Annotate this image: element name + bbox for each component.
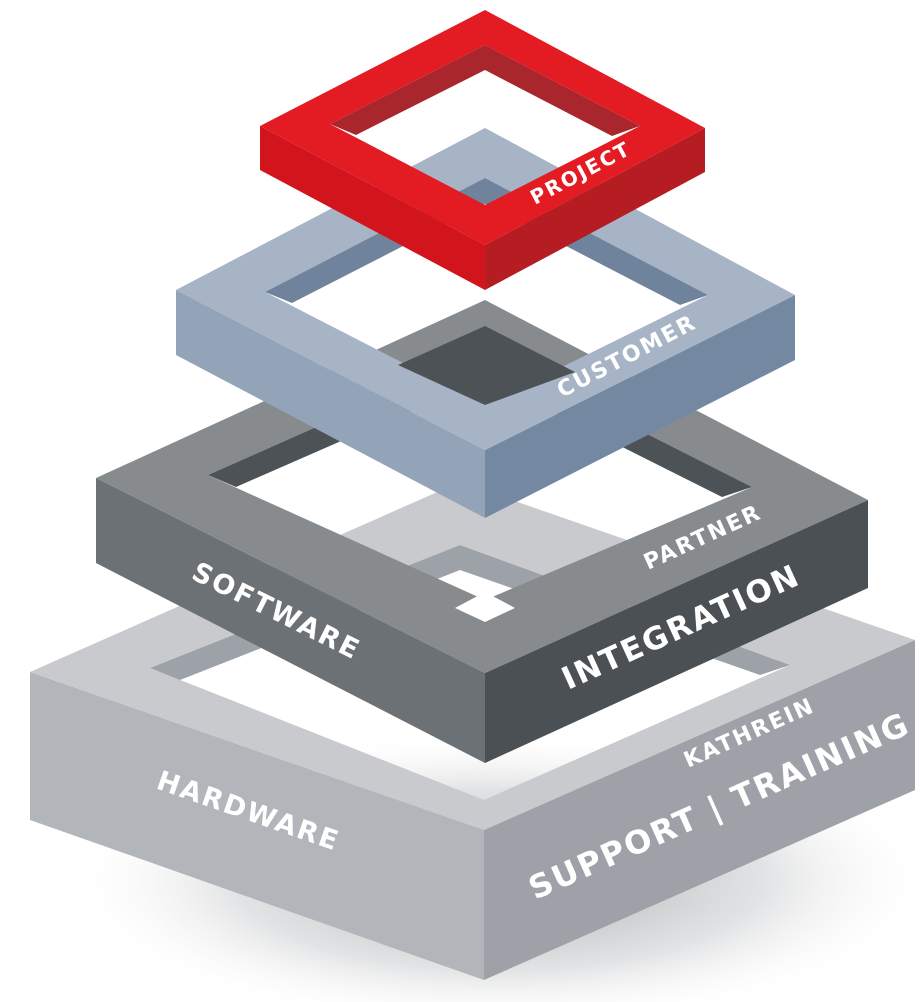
software-right-side bbox=[485, 500, 868, 763]
hardware-right-side bbox=[484, 640, 915, 980]
software-left-side bbox=[96, 478, 485, 763]
project-left-side bbox=[260, 126, 485, 290]
customer-left-side bbox=[176, 290, 485, 518]
hardware-left-side bbox=[30, 672, 484, 980]
software-opening-gap bbox=[455, 592, 515, 622]
customer-right-side bbox=[485, 295, 795, 518]
project-layer: PROJECT bbox=[260, 10, 705, 290]
customer-top-face bbox=[176, 128, 795, 450]
customer-opening-depth bbox=[398, 326, 575, 405]
project-top-face bbox=[260, 10, 705, 245]
project-inner-wall-right bbox=[485, 45, 640, 136]
project-right-side bbox=[485, 128, 705, 290]
customer-layer: CUSTOMER bbox=[176, 128, 795, 518]
project-inner-wall-left bbox=[330, 45, 485, 135]
